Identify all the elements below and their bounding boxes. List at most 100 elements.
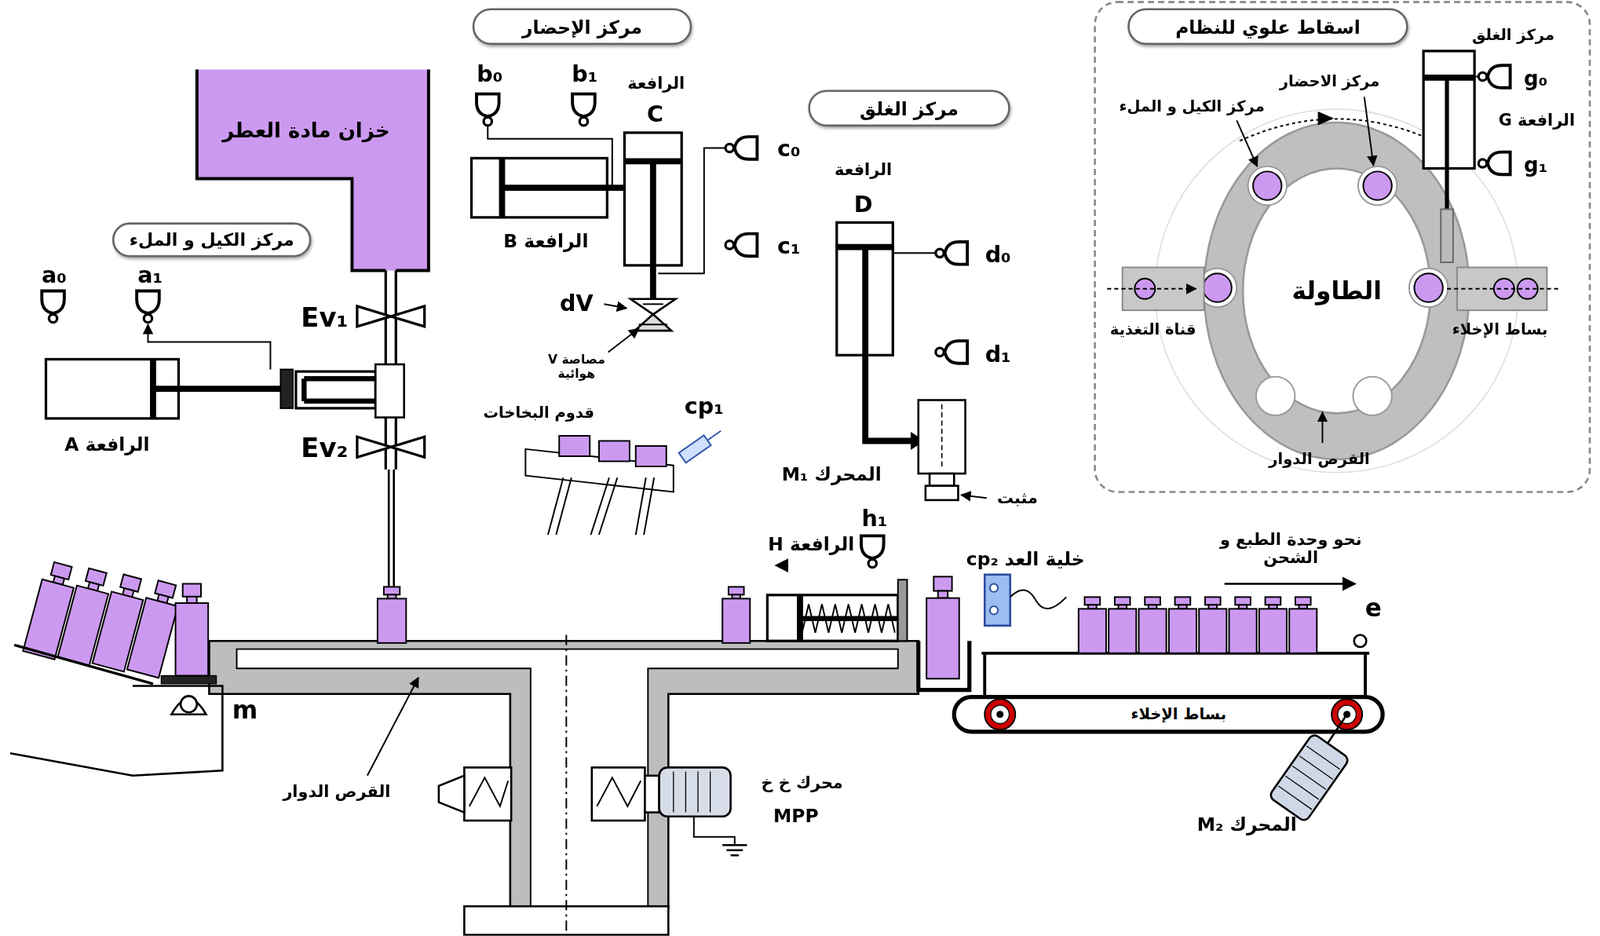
- sensor-tip: [725, 241, 734, 249]
- bottle-body: [1198, 608, 1227, 653]
- leader-arrow: [960, 494, 987, 498]
- piston-rod: [650, 160, 657, 302]
- conveyor-post: [1363, 653, 1367, 698]
- bottle-neck: [938, 591, 948, 599]
- sensor-symbol: [41, 290, 65, 322]
- coupling: [591, 767, 646, 821]
- sensor-tip: [725, 143, 734, 152]
- nozzle-tube: [599, 477, 618, 535]
- nozzle-cap: [558, 435, 590, 457]
- sensor-lead: [707, 431, 721, 441]
- label: d₀: [985, 241, 1012, 268]
- label: cp₁: [684, 393, 724, 420]
- nozzle-tube: [635, 477, 647, 535]
- bottle-body: [377, 598, 406, 643]
- wire: [657, 147, 726, 274]
- wire: [487, 126, 613, 188]
- label: مركز الغلق: [1472, 26, 1555, 44]
- leader-arrow: [1224, 582, 1356, 585]
- leader-arrow: [1236, 120, 1257, 166]
- sensor-body: [41, 290, 65, 314]
- sensor-body: [945, 340, 969, 364]
- bottle-body: [926, 598, 960, 680]
- label: خلية العد cp₂: [966, 548, 1085, 570]
- bottle-cap: [1114, 596, 1131, 605]
- sensor-cp1: [679, 425, 725, 463]
- coupling: [463, 767, 512, 821]
- roller: [984, 698, 1016, 730]
- shaft-flange: [644, 775, 659, 813]
- bottle-body: [1108, 608, 1137, 653]
- bottle-cap: [1144, 596, 1161, 605]
- pipe: [392, 469, 395, 587]
- bottle: [175, 583, 209, 676]
- bottle-body: [127, 597, 179, 678]
- suction-cup: [630, 299, 676, 315]
- table-label-area: الطاولة: [1275, 263, 1399, 318]
- nozzle-tube: [643, 477, 654, 535]
- label: Ev₂: [300, 433, 348, 464]
- dosing-piston: [303, 376, 376, 381]
- label: b₀: [476, 61, 503, 88]
- conveyor-belt: [953, 697, 1383, 732]
- pipe: [387, 469, 391, 587]
- valve: [390, 436, 425, 457]
- bottle: [1139, 596, 1167, 653]
- label: قناة التغذية: [1110, 321, 1197, 339]
- bottle: [1259, 596, 1287, 653]
- motor-fin: [685, 771, 687, 813]
- bottle-body: [175, 602, 209, 676]
- sensor-tip: [1478, 72, 1487, 81]
- slot: [1409, 268, 1448, 307]
- sensor-symbol: [572, 94, 596, 126]
- bottle: [1108, 596, 1137, 653]
- nozzle-tube: [555, 477, 571, 535]
- label: نحو وحدة الطبع و الشحن: [1209, 529, 1373, 568]
- sensor-lens: [989, 583, 998, 592]
- motor-fin: [709, 771, 711, 813]
- leader-arrow: [608, 328, 640, 353]
- sensor-symbol: [1478, 152, 1510, 176]
- coupling-spring: [469, 777, 508, 806]
- feed-support: [10, 685, 223, 775]
- valve: [390, 306, 425, 327]
- piston-rod: [800, 615, 900, 621]
- label: محرك خ خ: [760, 774, 843, 793]
- axis: [941, 404, 943, 470]
- label: dV: [559, 290, 594, 317]
- slot: [1248, 166, 1287, 205]
- label: h₁: [861, 505, 888, 532]
- bottle-body: [722, 598, 750, 643]
- push-plate: [898, 579, 908, 641]
- bottle-cap: [728, 586, 745, 595]
- bottle: [377, 586, 406, 643]
- motor-body: [1268, 733, 1351, 823]
- sensor-tip: [1478, 159, 1487, 168]
- sensor-tip: [579, 116, 588, 125]
- piston-rod: [1444, 77, 1449, 210]
- bottle: [722, 586, 750, 643]
- label: المحرك M₁: [781, 463, 882, 486]
- pipe: [384, 417, 388, 470]
- label: بساط الإخلاء: [1452, 321, 1549, 339]
- sensor-body: [1487, 152, 1511, 176]
- sensor-symbol: [476, 94, 500, 126]
- leader-arrow: [367, 677, 419, 776]
- label: b₁: [571, 61, 598, 88]
- sensor-cable: [1010, 589, 1067, 609]
- bottle: [1168, 596, 1197, 653]
- bottle-body: [1289, 608, 1317, 653]
- ground-symbol: [722, 843, 747, 847]
- bottle-cap: [1234, 596, 1251, 605]
- coupling-cone: [438, 775, 464, 813]
- sensor-symbol: [935, 241, 968, 265]
- sensor-lens: [989, 606, 998, 614]
- motor-m1: [918, 399, 966, 474]
- rod-block: [280, 369, 293, 409]
- bottle: [1229, 596, 1257, 653]
- node-text: مركز الإحضار: [522, 15, 643, 37]
- belt-label-area: بساط الإخلاء: [1092, 701, 1266, 727]
- bottle: [926, 576, 960, 679]
